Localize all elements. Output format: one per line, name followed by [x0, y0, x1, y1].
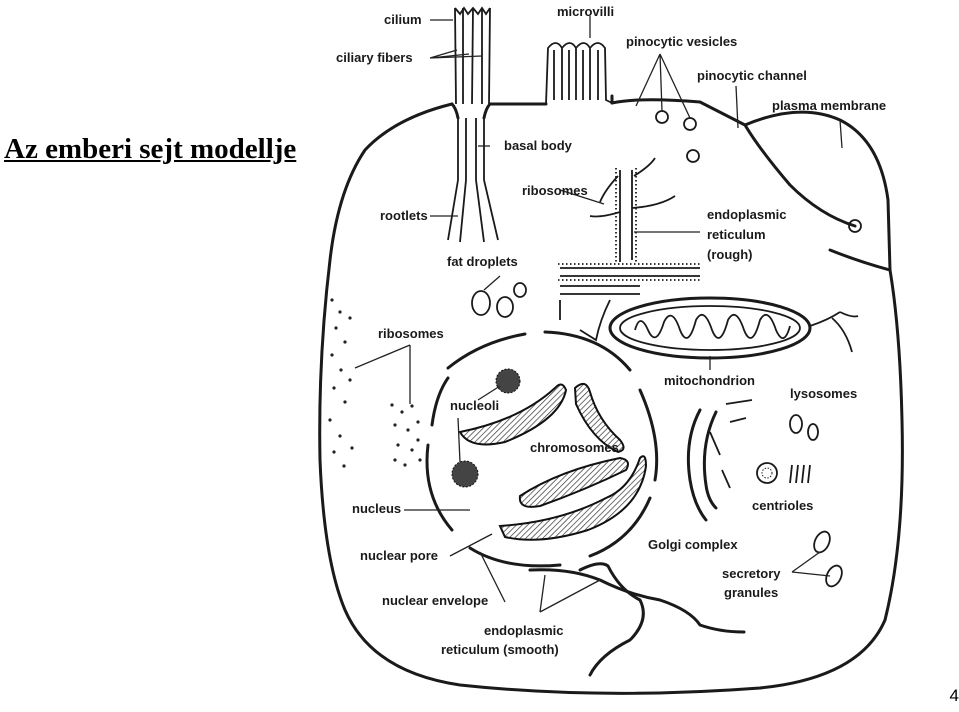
label-microvilli: microvilli: [557, 4, 614, 19]
smooth-er: [528, 562, 746, 677]
page-number: 4: [949, 686, 959, 705]
nuclear-envelope: [425, 330, 659, 568]
label-chromosomes: chromosomes: [530, 440, 619, 455]
label-ciliary-fibers: ciliary fibers: [336, 50, 413, 65]
lysosomes: [789, 414, 819, 441]
label-nucleus: nucleus: [352, 501, 401, 516]
golgi-complex: [686, 399, 753, 522]
plasma-membrane-edge: [488, 94, 614, 106]
label-centrioles: centrioles: [752, 498, 813, 513]
basal-body: [447, 118, 499, 243]
secretory-granules: [813, 530, 843, 588]
label-mitochondrion: mitochondrion: [664, 373, 755, 388]
label-secretory-2: granules: [724, 585, 778, 600]
label-plasma-membrane: plasma membrane: [772, 98, 886, 113]
label-rootlets: rootlets: [380, 208, 428, 223]
centrioles: [756, 462, 811, 484]
slide-title: Az emberi sejt modellje: [4, 133, 297, 165]
mitochondrion: [608, 296, 859, 360]
label-fat-droplets: fat droplets: [447, 254, 518, 269]
plasma-membrane-channel: [743, 123, 857, 228]
label-er-rough-1: endoplasmic: [707, 207, 786, 222]
nucleoli: [451, 368, 521, 488]
label-nuclear-envelope: nuclear envelope: [382, 593, 488, 608]
label-er-rough-3: (rough): [707, 247, 752, 262]
label-er-rough-2: reticulum: [707, 227, 766, 242]
plasma-membrane-outline: [318, 98, 904, 695]
label-secretory-1: secretory: [722, 566, 781, 581]
label-cilium: cilium: [384, 12, 422, 27]
label-lysosomes: lysosomes: [790, 386, 857, 401]
label-golgi-complex: Golgi complex: [648, 537, 738, 552]
label-er-smooth-2: reticulum (smooth): [441, 642, 559, 657]
plasma-membrane-fold: [828, 248, 892, 272]
label-nuclear-pore: nuclear pore: [360, 548, 438, 563]
fat-droplets: [471, 282, 527, 318]
chromosomes: [458, 382, 648, 541]
rough-er: [558, 157, 702, 342]
label-nucleoli: nucleoli: [450, 398, 499, 413]
label-ribosomes-top: ribosomes: [522, 183, 588, 198]
label-basal-body: basal body: [504, 138, 573, 153]
cilium: [450, 6, 492, 120]
label-pinocytic-vesicles: pinocytic vesicles: [626, 34, 737, 49]
free-ribosomes: [328, 298, 422, 468]
leader-lines: [354, 16, 843, 613]
label-ribosomes-left: ribosomes: [378, 326, 444, 341]
microvilli: [545, 42, 613, 105]
label-pinocytic-channel: pinocytic channel: [697, 68, 807, 83]
pinocytic-vesicles: [655, 110, 862, 233]
label-er-smooth-1: endoplasmic: [484, 623, 563, 638]
